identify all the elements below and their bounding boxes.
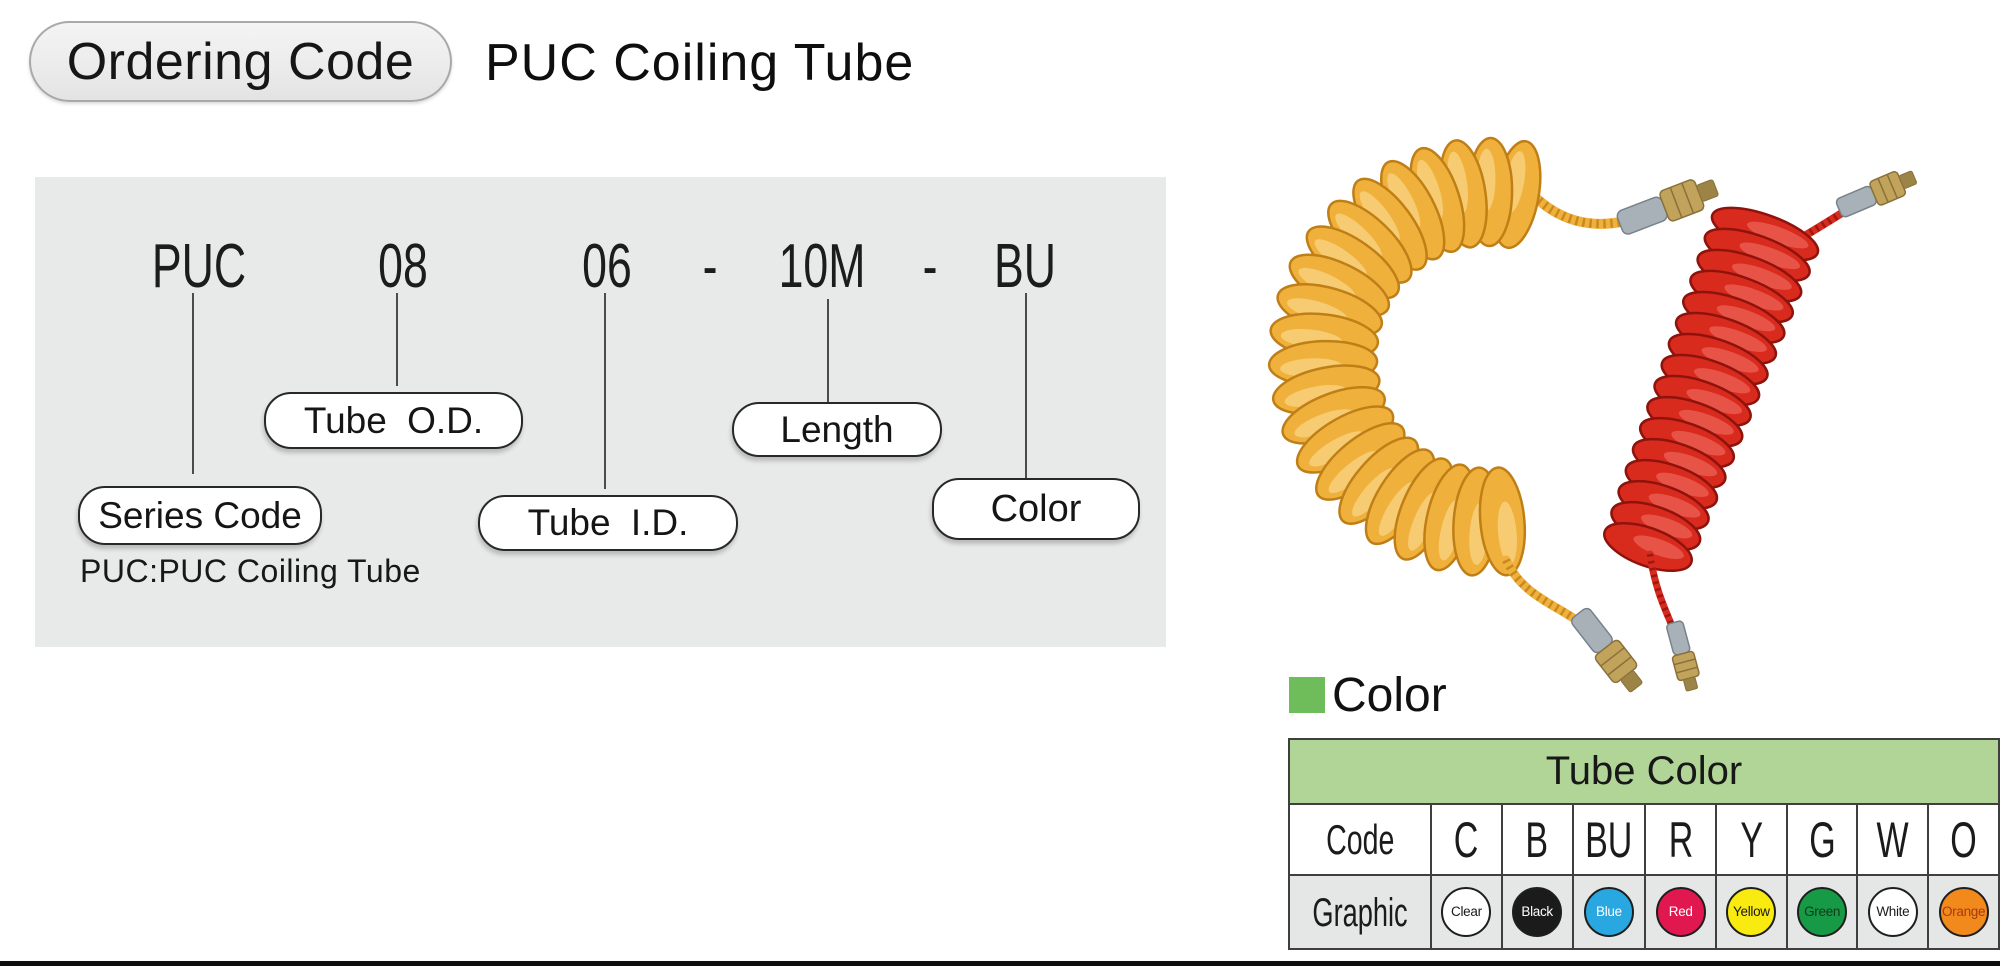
ordering-code-badge-label: Ordering Code (66, 32, 415, 91)
ordering-code-panel: PUC 08 06 - 10M - BU Tube O.D. Length Se… (35, 177, 1166, 647)
row-label-graphic: Graphic (1287, 874, 1433, 950)
connector-line-color (1025, 293, 1027, 478)
connector-line-id (604, 293, 606, 489)
series-code-note: PUC:PUC Coiling Tube (80, 553, 421, 589)
color-section-heading: Color (1332, 669, 1447, 722)
graphic-row: Graphic Clear Black Blue Red Yellow Gree… (1287, 874, 2000, 950)
color-circle: Blue (1583, 887, 1634, 937)
code-part-length: 10M (778, 232, 866, 301)
label-color: Color (932, 478, 1140, 540)
code-cell: BU (1571, 803, 1647, 876)
connector-line-series (192, 293, 194, 474)
code-cell: G (1785, 803, 1859, 876)
row-label-code: Code (1287, 803, 1433, 876)
graphic-cell: White (1856, 874, 1930, 950)
label-tube-id: Tube I.D. (478, 495, 738, 551)
graphic-cell: Black (1500, 874, 1574, 950)
page-title: PUC Coiling Tube (485, 34, 915, 92)
code-cell: Y (1715, 803, 1788, 876)
graphic-cell: Green (1785, 874, 1859, 950)
code-cell: W (1856, 803, 1930, 876)
tube-color-table: Tube Color Code C B BU R Y G W O Graphic… (1287, 738, 2000, 950)
code-cell: B (1500, 803, 1574, 876)
color-circle: Green (1797, 887, 1848, 937)
graphic-cell: Clear (1430, 874, 1503, 950)
ordering-code-badge: Ordering Code (29, 21, 452, 102)
code-cell: R (1644, 803, 1718, 876)
code-dash-2: - (922, 232, 938, 301)
graphic-cell: Yellow (1715, 874, 1788, 950)
connector-line-od (396, 293, 398, 386)
page-bottom-rule (0, 961, 2000, 966)
code-part-color: BU (993, 232, 1057, 301)
connector-line-length (827, 299, 829, 402)
table-header-row: Tube Color (1288, 738, 2000, 805)
color-circle: Black (1512, 887, 1563, 937)
code-part-od: 08 (378, 232, 428, 301)
color-circle: Red (1655, 887, 1706, 937)
code-cell: C (1430, 803, 1503, 876)
label-series-code: Series Code (78, 486, 322, 545)
code-row: Code C B BU R Y G W O (1287, 803, 2000, 876)
code-cell: O (1927, 803, 2000, 876)
graphic-cell: Red (1644, 874, 1718, 950)
section-bullet-icon (1289, 677, 1325, 713)
color-circle: White (1867, 887, 1918, 937)
color-circle: Orange (1938, 887, 1989, 937)
code-part-id: 06 (582, 232, 632, 301)
product-photo (1258, 92, 1938, 712)
color-circle: Clear (1441, 887, 1492, 937)
color-circle: Yellow (1726, 887, 1777, 937)
code-part-series: PUC (151, 232, 247, 301)
code-dash-1: - (702, 232, 718, 301)
label-length: Length (732, 402, 942, 457)
table-title: Tube Color (1288, 738, 2000, 805)
coiling-tubes-illustration (1267, 136, 1917, 693)
label-tube-od: Tube O.D. (264, 392, 523, 449)
graphic-cell: Blue (1571, 874, 1647, 950)
graphic-cell: Orange (1927, 874, 2000, 950)
